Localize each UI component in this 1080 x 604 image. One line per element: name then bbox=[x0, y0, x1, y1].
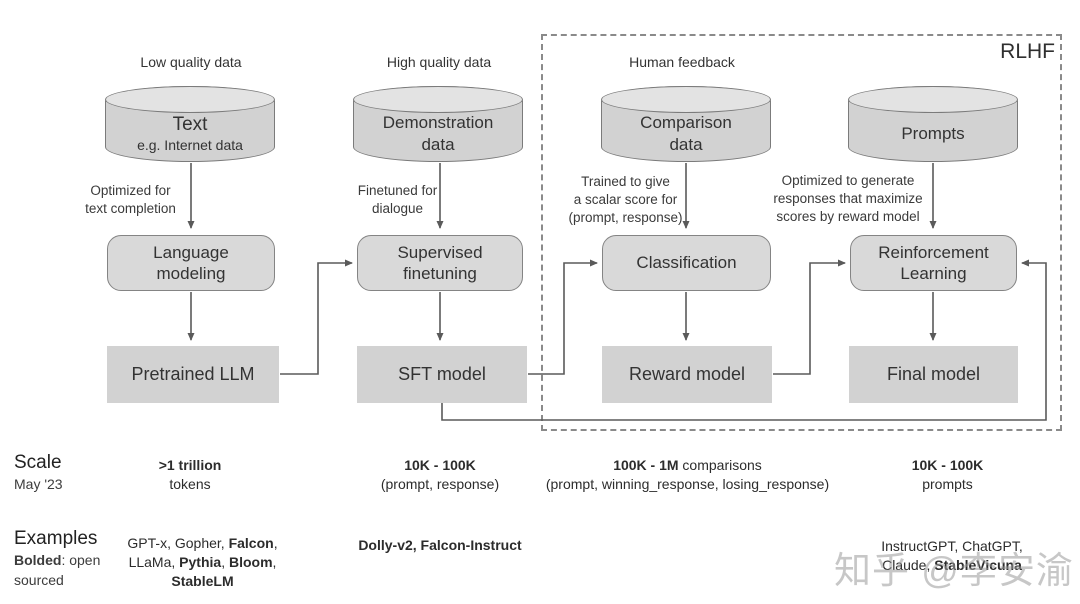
scale-row-date: May '23 bbox=[14, 476, 63, 492]
cylinder-text-line: Comparison bbox=[640, 113, 732, 133]
rlhf-label: RLHF bbox=[1000, 40, 1055, 63]
model-reward: Reward model bbox=[602, 346, 772, 403]
cylinder-demonstration-data: Demonstration data bbox=[353, 86, 523, 162]
cylinder-lid bbox=[601, 86, 771, 113]
rlhf-dashed-boundary bbox=[541, 34, 1062, 431]
cylinder-text-data: Text e.g. Internet data bbox=[105, 86, 275, 162]
model-final: Final model bbox=[849, 346, 1018, 403]
cylinder-text-line: Text bbox=[172, 113, 208, 135]
examples-col-sft: Dolly-v2, Falcon-Instruct bbox=[358, 537, 522, 553]
cylinder-text-line: Prompts bbox=[901, 123, 965, 143]
cylinder-comparison-data: Comparison data bbox=[601, 86, 771, 162]
column-header-low-quality-data: Low quality data bbox=[140, 54, 242, 70]
column-header-human-feedback: Human feedback bbox=[629, 54, 735, 70]
examples-row-note-2: sourced bbox=[14, 572, 64, 588]
cylinder-lid bbox=[353, 86, 523, 113]
process-classification: Classification bbox=[602, 235, 771, 291]
cylinder-text-line: data bbox=[421, 134, 455, 154]
examples-row-title: Examples bbox=[14, 528, 98, 549]
model-pretrained-llm: Pretrained LLM bbox=[107, 346, 279, 403]
examples-row-note-1: Bolded: open bbox=[14, 552, 101, 568]
cylinder-text-subline: e.g. Internet data bbox=[137, 136, 243, 153]
examples-col-rl: InstructGPT, ChatGPT, Claude, StableVicu… bbox=[881, 538, 1023, 573]
cylinder-lid bbox=[105, 86, 275, 113]
column-header-high-quality-data: High quality data bbox=[386, 54, 492, 70]
cylinder-text-line: data bbox=[669, 134, 703, 154]
scale-col-sft: 10K - 100K(prompt, response) bbox=[380, 457, 500, 492]
examples-col-pretraining: GPT-x, Gopher, Falcon, LLaMa, Pythia, Bl… bbox=[127, 535, 278, 589]
model-sft: SFT model bbox=[357, 346, 527, 403]
scale-col-reward: 100K - 1M comparisons(prompt, winning_re… bbox=[545, 457, 830, 492]
watermark: 知乎 @李安渝 bbox=[834, 550, 1074, 591]
cylinder-prompts: Prompts bbox=[848, 86, 1018, 162]
cylinder-text-line: Demonstration bbox=[382, 113, 494, 133]
scale-row-title: Scale bbox=[14, 452, 62, 473]
cylinder-lid bbox=[848, 86, 1018, 113]
